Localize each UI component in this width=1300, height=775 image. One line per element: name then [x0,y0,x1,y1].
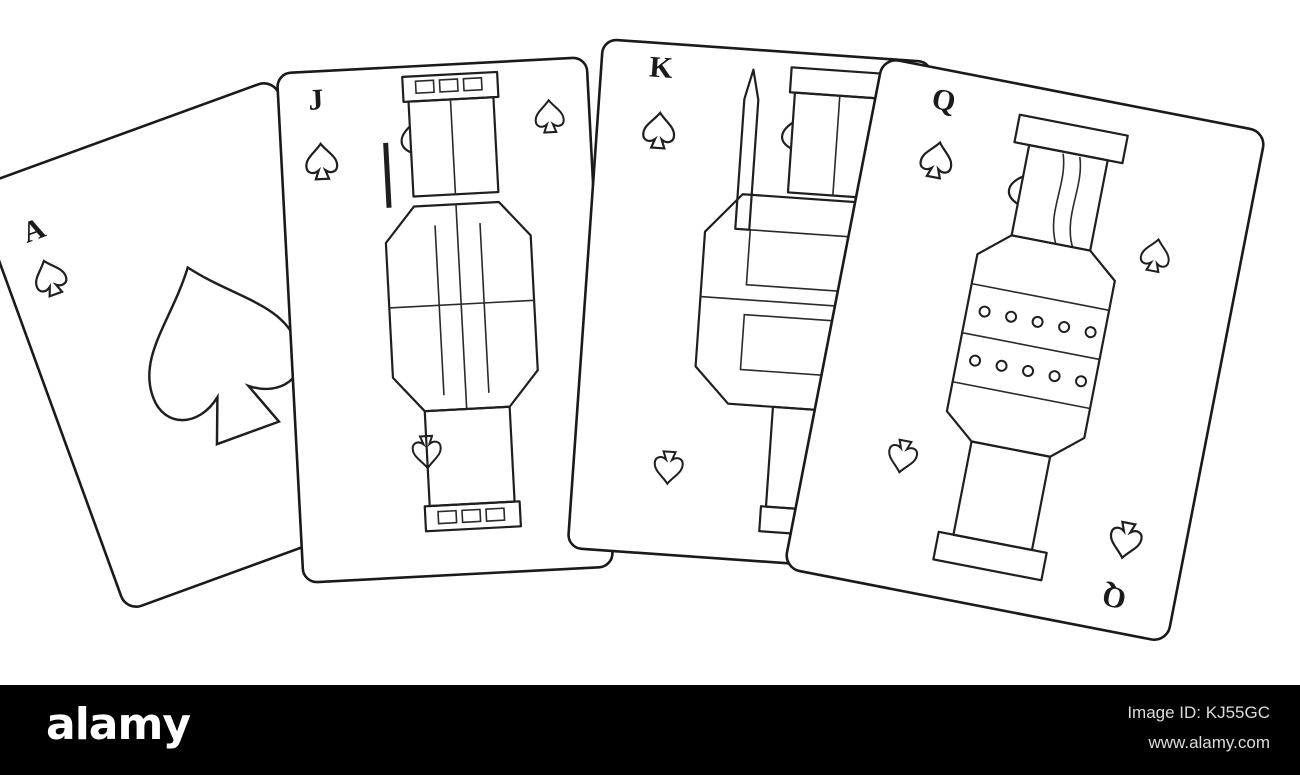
jack-card-face [276,56,614,584]
image-id-label: Image ID: KJ55GC [1127,703,1270,722]
alamy-logo: alamy [46,699,191,750]
card-rank-jack: J [307,83,325,117]
jack-of-spades-card: J [276,56,614,584]
playing-cards-scene: A J [0,38,1266,643]
large-spade-icon [148,265,302,446]
queen-card-face [785,59,1265,641]
card-rank-king: K [648,50,674,85]
watermark-bar: alamy Image ID: KJ55GC www.alamy.com [0,685,1300,775]
queen-of-spades-card: Q Q [784,58,1266,643]
dress-beads [969,305,1097,388]
watermark-url: www.alamy.com [1148,733,1270,752]
